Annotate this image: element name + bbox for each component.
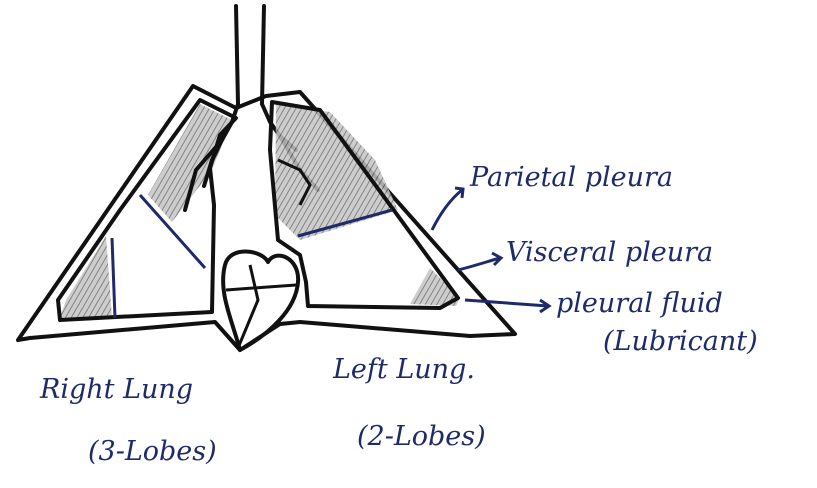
lubricant-label: (Lubricant) <box>603 326 758 357</box>
right-lung-horizontal-fissure <box>112 238 115 318</box>
right-lung-shading-top <box>148 104 232 222</box>
arrow-parietal-pleura <box>432 188 463 230</box>
mediastinum <box>223 251 298 350</box>
pleural-fluid-label: pleural fluid <box>556 288 723 319</box>
right-lung <box>58 100 236 320</box>
label-visceral-pleura: Visceral pleura <box>458 237 713 270</box>
trachea <box>236 6 264 104</box>
left-lung-label: Left Lung. <box>332 354 475 385</box>
label-parietal-pleura: Parietal pleura <box>432 162 673 230</box>
visceral-pleura-label: Visceral pleura <box>506 237 713 268</box>
left-lung-lobes-label: (2-Lobes) <box>357 421 486 452</box>
label-pleural-fluid: pleural fluid (Lubricant) <box>465 288 758 357</box>
heart-outline <box>223 251 298 350</box>
right-lung-shading-bottom <box>60 236 112 318</box>
left-lung-shading-top <box>275 104 398 240</box>
parietal-pleura-label: Parietal pleura <box>469 162 673 193</box>
right-lung-label: Right Lung <box>39 374 193 405</box>
arrow-pleural-fluid <box>465 300 549 312</box>
arrow-visceral-pleura <box>458 253 501 270</box>
right-lung-lobes-label: (3-Lobes) <box>88 436 217 467</box>
